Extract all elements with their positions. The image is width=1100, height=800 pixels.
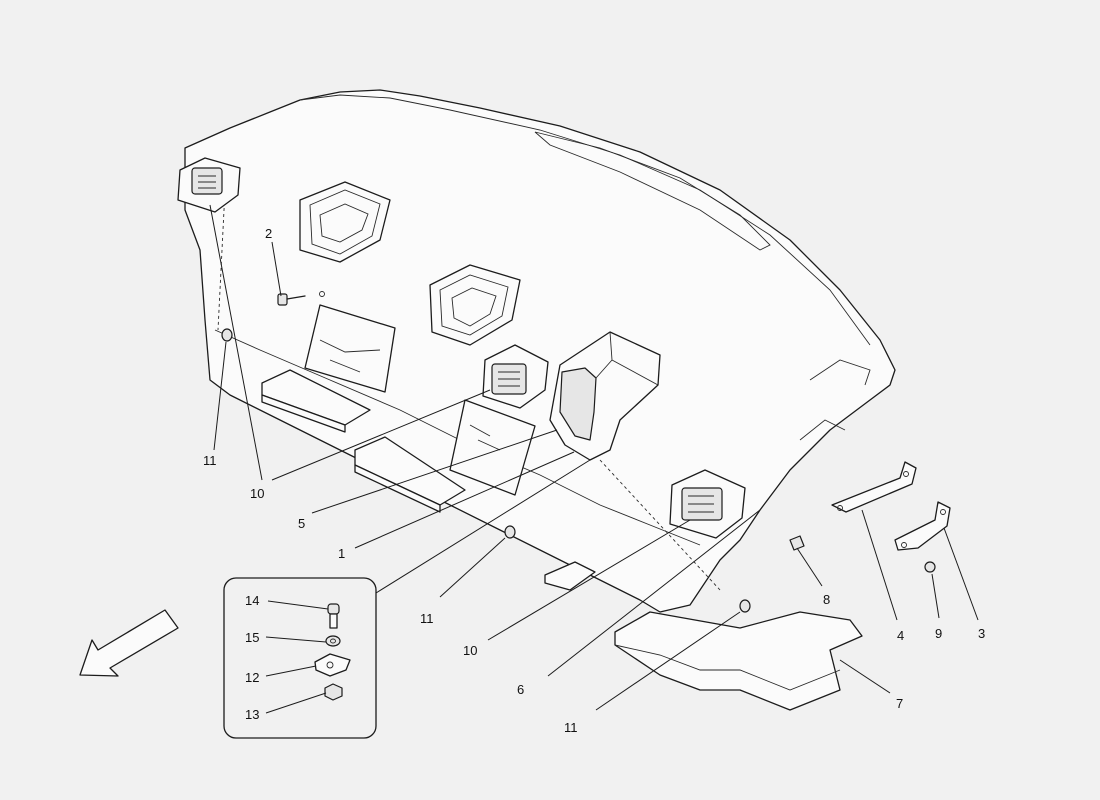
insulation-pad-a <box>261 369 371 433</box>
belt-guide-opening-left <box>299 181 391 263</box>
washer-15 <box>325 635 341 647</box>
callout-2: 2 <box>265 226 272 241</box>
callout-9: 9 <box>935 626 942 641</box>
nut-11-left <box>221 328 233 342</box>
insulation-pad-c <box>544 561 596 591</box>
clip-8 <box>789 535 805 551</box>
callout-12: 12 <box>245 670 259 685</box>
callout-4: 4 <box>897 628 904 643</box>
callout-labels: 2 11 10 5 1 11 10 6 11 7 8 4 9 3 14 15 1… <box>203 226 985 735</box>
screw-2 <box>277 291 325 306</box>
nut-11-center <box>504 525 516 539</box>
callout-5: 5 <box>298 516 305 531</box>
central-bracket-cover <box>549 331 661 461</box>
nut-13 <box>324 683 343 701</box>
bracket-3 <box>894 501 951 551</box>
shelf-cutout-right <box>449 399 536 496</box>
detail-inset <box>223 577 377 739</box>
plate-12 <box>314 653 351 677</box>
callout-14: 14 <box>245 593 259 608</box>
insulation-pad-b <box>354 436 466 513</box>
bolt-14 <box>327 603 340 629</box>
callout-11-left: 11 <box>203 453 217 468</box>
lower-insulation-panel <box>614 611 863 711</box>
seat-belt-guide-left <box>177 157 241 213</box>
leader-lines <box>209 204 979 714</box>
callout-11-center: 11 <box>420 611 434 626</box>
seat-belt-guide-center <box>482 344 549 409</box>
callout-15: 15 <box>245 630 259 645</box>
belt-guide-opening-center <box>429 264 521 346</box>
callout-7: 7 <box>896 696 903 711</box>
callout-8: 8 <box>823 592 830 607</box>
nut-9 <box>924 561 936 573</box>
shelf-cutout-left <box>304 304 396 393</box>
nut-11-right <box>739 599 751 613</box>
callout-13: 13 <box>245 707 259 722</box>
direction-arrow <box>79 609 179 677</box>
callout-10-right: 10 <box>463 643 477 658</box>
callout-10-left: 10 <box>250 486 264 501</box>
parcel-shelf-panel <box>184 89 896 613</box>
callout-6: 6 <box>517 682 524 697</box>
callout-3: 3 <box>978 626 985 641</box>
callout-1: 1 <box>338 546 345 561</box>
bracket-4 <box>831 461 917 513</box>
callout-11-right: 11 <box>564 720 578 735</box>
